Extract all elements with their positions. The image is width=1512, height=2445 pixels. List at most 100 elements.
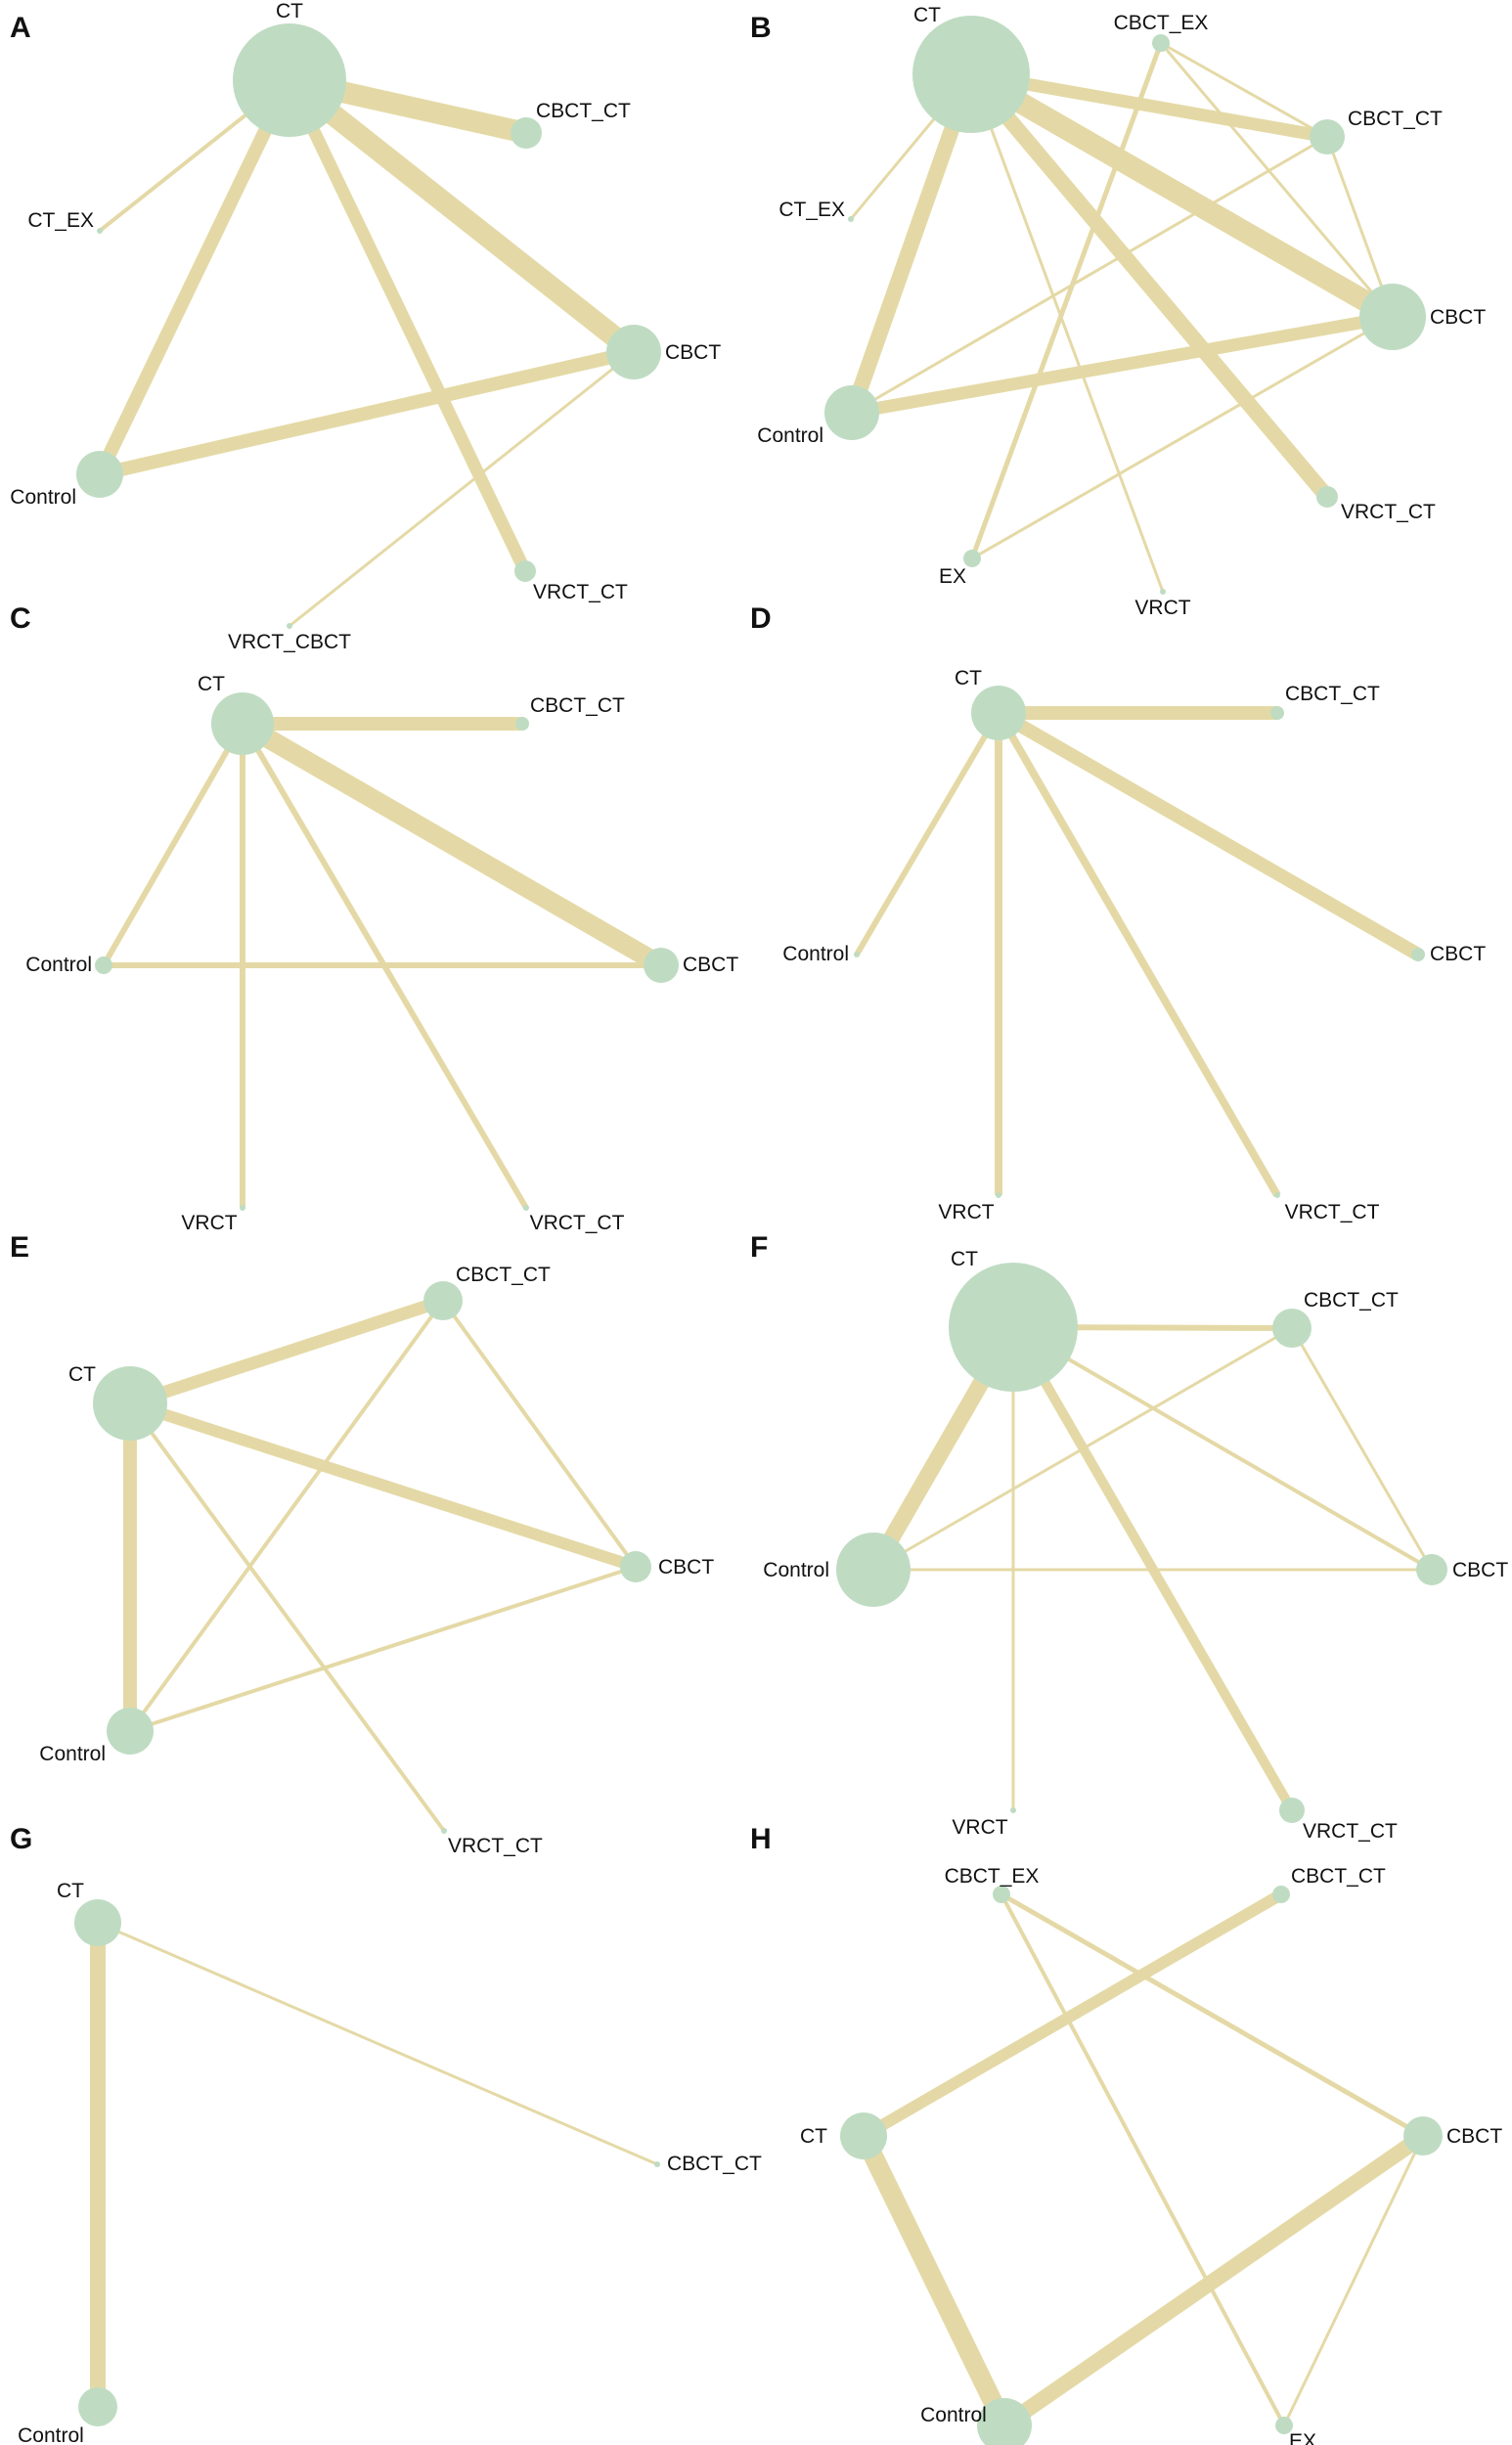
- node-cbct_ct: [511, 117, 542, 149]
- edge-control-cbct: [850, 310, 1395, 420]
- node-label-cbct: CBCT: [658, 1556, 714, 1578]
- node-label-ct: CT: [951, 1248, 978, 1270]
- node-vrct_ct: [1279, 1798, 1305, 1823]
- edges: [855, 1889, 1428, 2432]
- edge-control-cbct: [98, 345, 636, 481]
- panel-letter: H: [750, 1823, 772, 1855]
- edge-ct-control: [855, 2131, 1013, 2430]
- node-vrct_ct: [441, 1828, 447, 1834]
- edge-ct-control: [854, 711, 1001, 956]
- node-label-ct_ex: CT_EX: [27, 209, 94, 232]
- node-vrct: [240, 1205, 245, 1211]
- node-vrct_ct: [1316, 486, 1338, 508]
- node-cbct: [1416, 1554, 1447, 1585]
- node-cbct_ct: [1272, 1309, 1312, 1348]
- node-control: [824, 385, 879, 440]
- node-label-ct: CT: [198, 673, 225, 695]
- node-control: [95, 956, 112, 974]
- edges: [90, 1921, 658, 2407]
- node-vrct_ct: [514, 560, 536, 582]
- node-ct_ex: [97, 228, 103, 234]
- node-ct: [912, 16, 1030, 133]
- panel-letter: F: [750, 1231, 768, 1264]
- node-ex: [963, 550, 981, 567]
- node-cbct: [1403, 2116, 1443, 2156]
- node-control: [78, 2387, 117, 2426]
- node-label-cbct_ex: CBCT_EX: [1114, 12, 1209, 34]
- edge-ct-vrct_ct: [964, 68, 1334, 503]
- node-vrct: [1010, 1807, 1016, 1813]
- node-cbct_ct: [515, 717, 529, 731]
- node-label-cbct: CBCT: [683, 954, 738, 976]
- node-label-vrct_cbct: VRCT_CBCT: [228, 631, 351, 653]
- edge-ct-cbct: [965, 65, 1399, 327]
- node-label-control: Control: [39, 1743, 106, 1765]
- node-control: [977, 2398, 1032, 2445]
- panel-letter: C: [10, 602, 31, 635]
- node-cbct_ct: [1272, 1886, 1290, 1903]
- edge-ct-cbct: [995, 706, 1422, 961]
- node-vrct: [1160, 589, 1166, 595]
- node-label-vrct: VRCT: [952, 1816, 1007, 1839]
- node-control: [76, 451, 123, 498]
- edge-cbct_ex-cbct_ct: [1160, 41, 1328, 139]
- node-vrct: [996, 1192, 1001, 1198]
- node-label-vrct_ct: VRCT_CT: [1341, 501, 1436, 523]
- edge-ct-vrct_ct: [128, 1401, 446, 1833]
- edge-ct-cbct: [238, 715, 666, 974]
- node-label-cbct: CBCT: [665, 341, 721, 364]
- edge-ct-cbct_ct: [969, 67, 1329, 144]
- node-label-vrct_ct: VRCT_CT: [1303, 1820, 1398, 1843]
- edge-cbct-ex: [1282, 2135, 1425, 2426]
- node-label-ct: CT: [57, 1880, 84, 1902]
- node-label-ct: CT: [955, 667, 982, 689]
- edge-ct-control: [93, 76, 296, 478]
- node-control: [107, 1708, 154, 1755]
- nodes: CTCBCT_CTCT_EXCBCTControlVRCT_CTVRCT_CBC…: [10, 0, 721, 653]
- node-label-control: Control: [25, 954, 92, 976]
- node-label-ex: EX: [1289, 2430, 1316, 2445]
- node-ct: [233, 23, 346, 137]
- node-ct: [93, 1366, 167, 1441]
- node-label-ct: CT: [68, 1363, 96, 1386]
- node-cbct: [606, 325, 661, 379]
- node-ct: [840, 2112, 887, 2159]
- edge-ct-vrct: [969, 73, 1165, 593]
- node-vrct_ct: [523, 1205, 529, 1211]
- edge-control-cbct: [129, 1565, 637, 1733]
- edge-ct-cbct: [1011, 1325, 1434, 1572]
- node-vrct_cbct: [287, 623, 292, 629]
- node-label-cbct_ct: CBCT_CT: [1291, 1865, 1386, 1888]
- edge-ct-control: [101, 722, 245, 967]
- edge-cbct_ex-ex: [1000, 1893, 1286, 2426]
- node-label-cbct: CBCT: [1452, 1559, 1508, 1581]
- edge-ex-cbct: [971, 315, 1394, 560]
- node-cbct: [620, 1551, 651, 1582]
- node-cbct: [1411, 948, 1425, 961]
- node-label-vrct: VRCT: [1134, 597, 1190, 619]
- node-label-control: Control: [10, 486, 76, 509]
- node-ct: [74, 1899, 121, 1946]
- edges: [866, 1322, 1434, 1813]
- node-cbct_ct: [1270, 706, 1284, 720]
- node-label-vrct_ct: VRCT_CT: [448, 1835, 543, 1857]
- node-cbct_ct: [654, 2161, 660, 2167]
- edge-ct-cbct_ct: [127, 1294, 446, 1410]
- node-cbct_ct: [1310, 119, 1345, 155]
- node-ct: [949, 1263, 1078, 1392]
- edge-control-cbct_ct: [872, 1326, 1293, 1572]
- panel-letter: E: [10, 1231, 29, 1264]
- edge-ct-cbct: [128, 1398, 638, 1573]
- node-ct_ex: [848, 216, 854, 222]
